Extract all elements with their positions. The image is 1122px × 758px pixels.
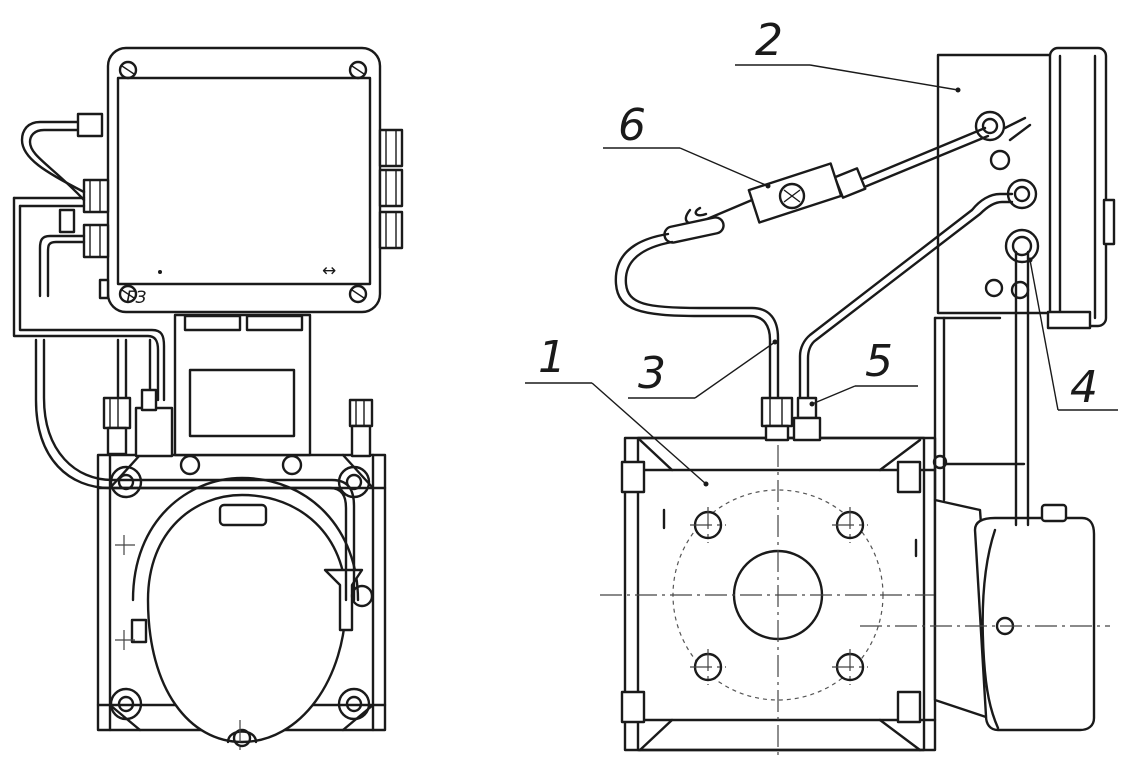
label-2: 2 [755,15,783,66]
sensor-fitting-mid [134,388,174,458]
rear-housing [860,498,1110,732]
sensor-fitting-right [348,398,374,458]
sensor-6 [663,162,843,244]
vertical-support [932,316,1026,502]
callout-1: 1 [525,332,709,487]
plate-fitting-lower [1004,228,1040,264]
impulse-tube-3 [614,232,772,402]
sensor-fitting-left [102,396,132,456]
mounting-plate [936,46,1116,330]
label-1: 1 [538,332,566,383]
label-5: 5 [865,336,893,387]
electronics-box: ГЗ ↔ [106,46,382,314]
callout-4: 4 [1027,257,1118,413]
sensor-cable-6 [858,126,987,182]
callout-5: 5 [809,336,918,407]
impulse-tube-5 [798,192,1014,404]
front-view: ГЗ ↔ [12,46,404,750]
bolt-front-bottom-left [109,687,143,721]
label-6: 6 [618,100,646,151]
round-housing [131,476,360,748]
callout-6: 6 [603,100,771,189]
fitting-5 [792,396,822,442]
cable-glands-right [378,128,404,250]
box-marking: ГЗ [126,288,146,308]
label-4: 4 [1070,362,1098,413]
side-view [600,46,1116,755]
flange-bolt-circle [600,410,960,755]
cable-glands-left [82,178,110,300]
label-3: 3 [638,348,666,399]
callout-3: 3 [628,339,778,399]
impulse-tubes-front [12,112,356,602]
arrow-marking: ↔ [322,261,336,281]
callout-2: 2 [735,15,961,93]
bolt-front-bottom-right [337,687,371,721]
fitting-3 [760,396,794,442]
plate-fitting-top [974,110,1032,171]
mounting-bracket-front [173,313,312,457]
